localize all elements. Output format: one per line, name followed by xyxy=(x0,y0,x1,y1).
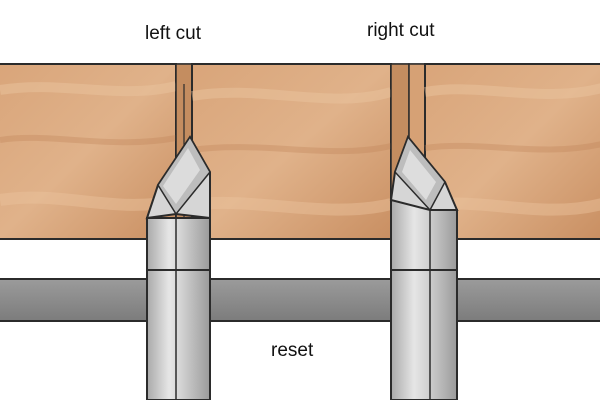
tool-rest-rail-front xyxy=(0,278,600,322)
wood-block-left xyxy=(0,63,178,240)
wood-block-middle xyxy=(191,63,393,240)
left-cut-label: left cut xyxy=(145,23,201,44)
right-cut-label: right cut xyxy=(367,20,435,41)
chisel-shafts-front xyxy=(146,269,458,400)
reset-label: reset xyxy=(271,340,314,361)
